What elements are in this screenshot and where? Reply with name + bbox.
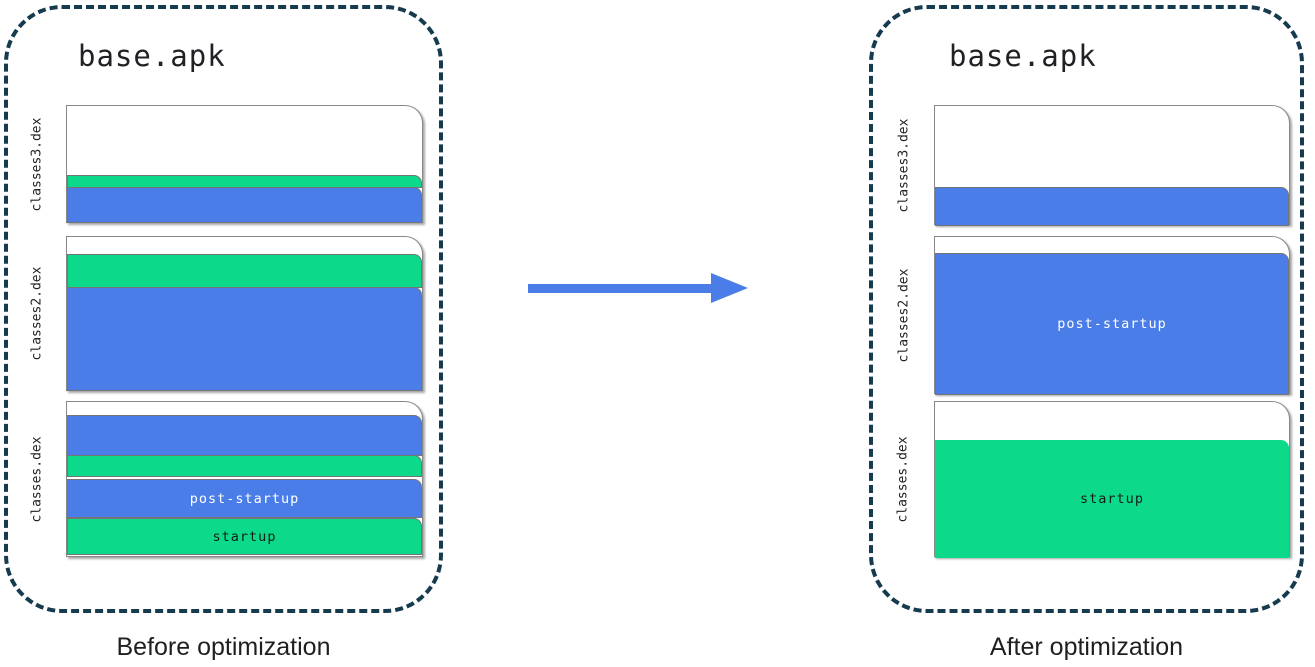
dex-file-name-text: classes3.dex: [896, 118, 912, 212]
startup-code-segment: [67, 254, 422, 288]
post-startup-code-segment: [935, 187, 1289, 226]
dex-file-name-label: classes3.dex: [8, 105, 66, 223]
before-apk-container: base.apk classes3.dex classes2.dex classes…: [4, 5, 443, 613]
unassigned-space: [935, 237, 1289, 253]
dex-file-name-label: classes2.dex: [8, 236, 66, 391]
dex-file-name-text: classes.dex: [29, 435, 45, 523]
post-startup-code-segment: post-startup: [935, 253, 1289, 395]
post-startup-code-segment: [67, 287, 422, 391]
after-apk-container: base.apk classes3.dex classes2.dex post-st…: [869, 5, 1304, 613]
dex-file-name-text: classes3.dex: [29, 117, 45, 211]
dex-card: post-startup startup: [66, 401, 423, 557]
dex-file-name-text: classes.dex: [896, 435, 911, 523]
dex-card: startup: [934, 401, 1290, 558]
segment-label: startup: [212, 528, 277, 545]
apk-title: base.apk: [949, 39, 1097, 73]
unassigned-space: [935, 106, 1289, 187]
unassigned-space: [67, 402, 422, 415]
after-caption: After optimization: [989, 633, 1184, 661]
unassigned-space: [935, 402, 1289, 440]
startup-code-segment: startup: [67, 518, 422, 555]
dex-file-classes3.dex: classes3.dex: [8, 105, 439, 223]
dex-file-classes3.dex: classes3.dex: [873, 105, 1300, 226]
dex-card: [66, 105, 423, 223]
startup-code-segment: [67, 455, 422, 477]
dex-file-classes.dex: classes.dex post-startup startup: [8, 401, 439, 557]
post-startup-code-segment: [67, 187, 422, 223]
startup-code-segment: startup: [935, 440, 1289, 558]
apk-title: base.apk: [78, 39, 226, 73]
optimization-arrow-shaft: [528, 284, 712, 293]
post-startup-code-segment: post-startup: [67, 479, 422, 518]
dex-file-name-label: classes.dex: [873, 401, 934, 557]
dex-file-name-label: classes.dex: [8, 401, 66, 557]
dex-card: post-startup: [934, 236, 1290, 395]
segment-label: post-startup: [189, 490, 300, 507]
unassigned-space: [67, 106, 422, 175]
dex-card: [934, 105, 1290, 226]
before-caption: Before optimization: [116, 633, 331, 661]
post-startup-code-segment: [67, 415, 422, 456]
optimization-arrow-head-icon: [711, 273, 748, 303]
dex-card: [66, 236, 423, 391]
dex-file-name-text: classes2.dex: [29, 266, 45, 361]
dex-file-classes2.dex: classes2.dex: [8, 236, 439, 391]
segment-label: post-startup: [1057, 316, 1167, 332]
dex-file-name-label: classes3.dex: [873, 105, 934, 225]
dex-file-name-label: classes2.dex: [873, 236, 934, 394]
dex-file-classes2.dex: classes2.dex post-startup: [873, 236, 1300, 395]
segment-label: startup: [1080, 491, 1144, 507]
dex-file-classes.dex: classes.dex startup: [873, 401, 1300, 558]
unassigned-space: [67, 237, 422, 254]
dex-file-name-text: classes2.dex: [896, 268, 912, 362]
